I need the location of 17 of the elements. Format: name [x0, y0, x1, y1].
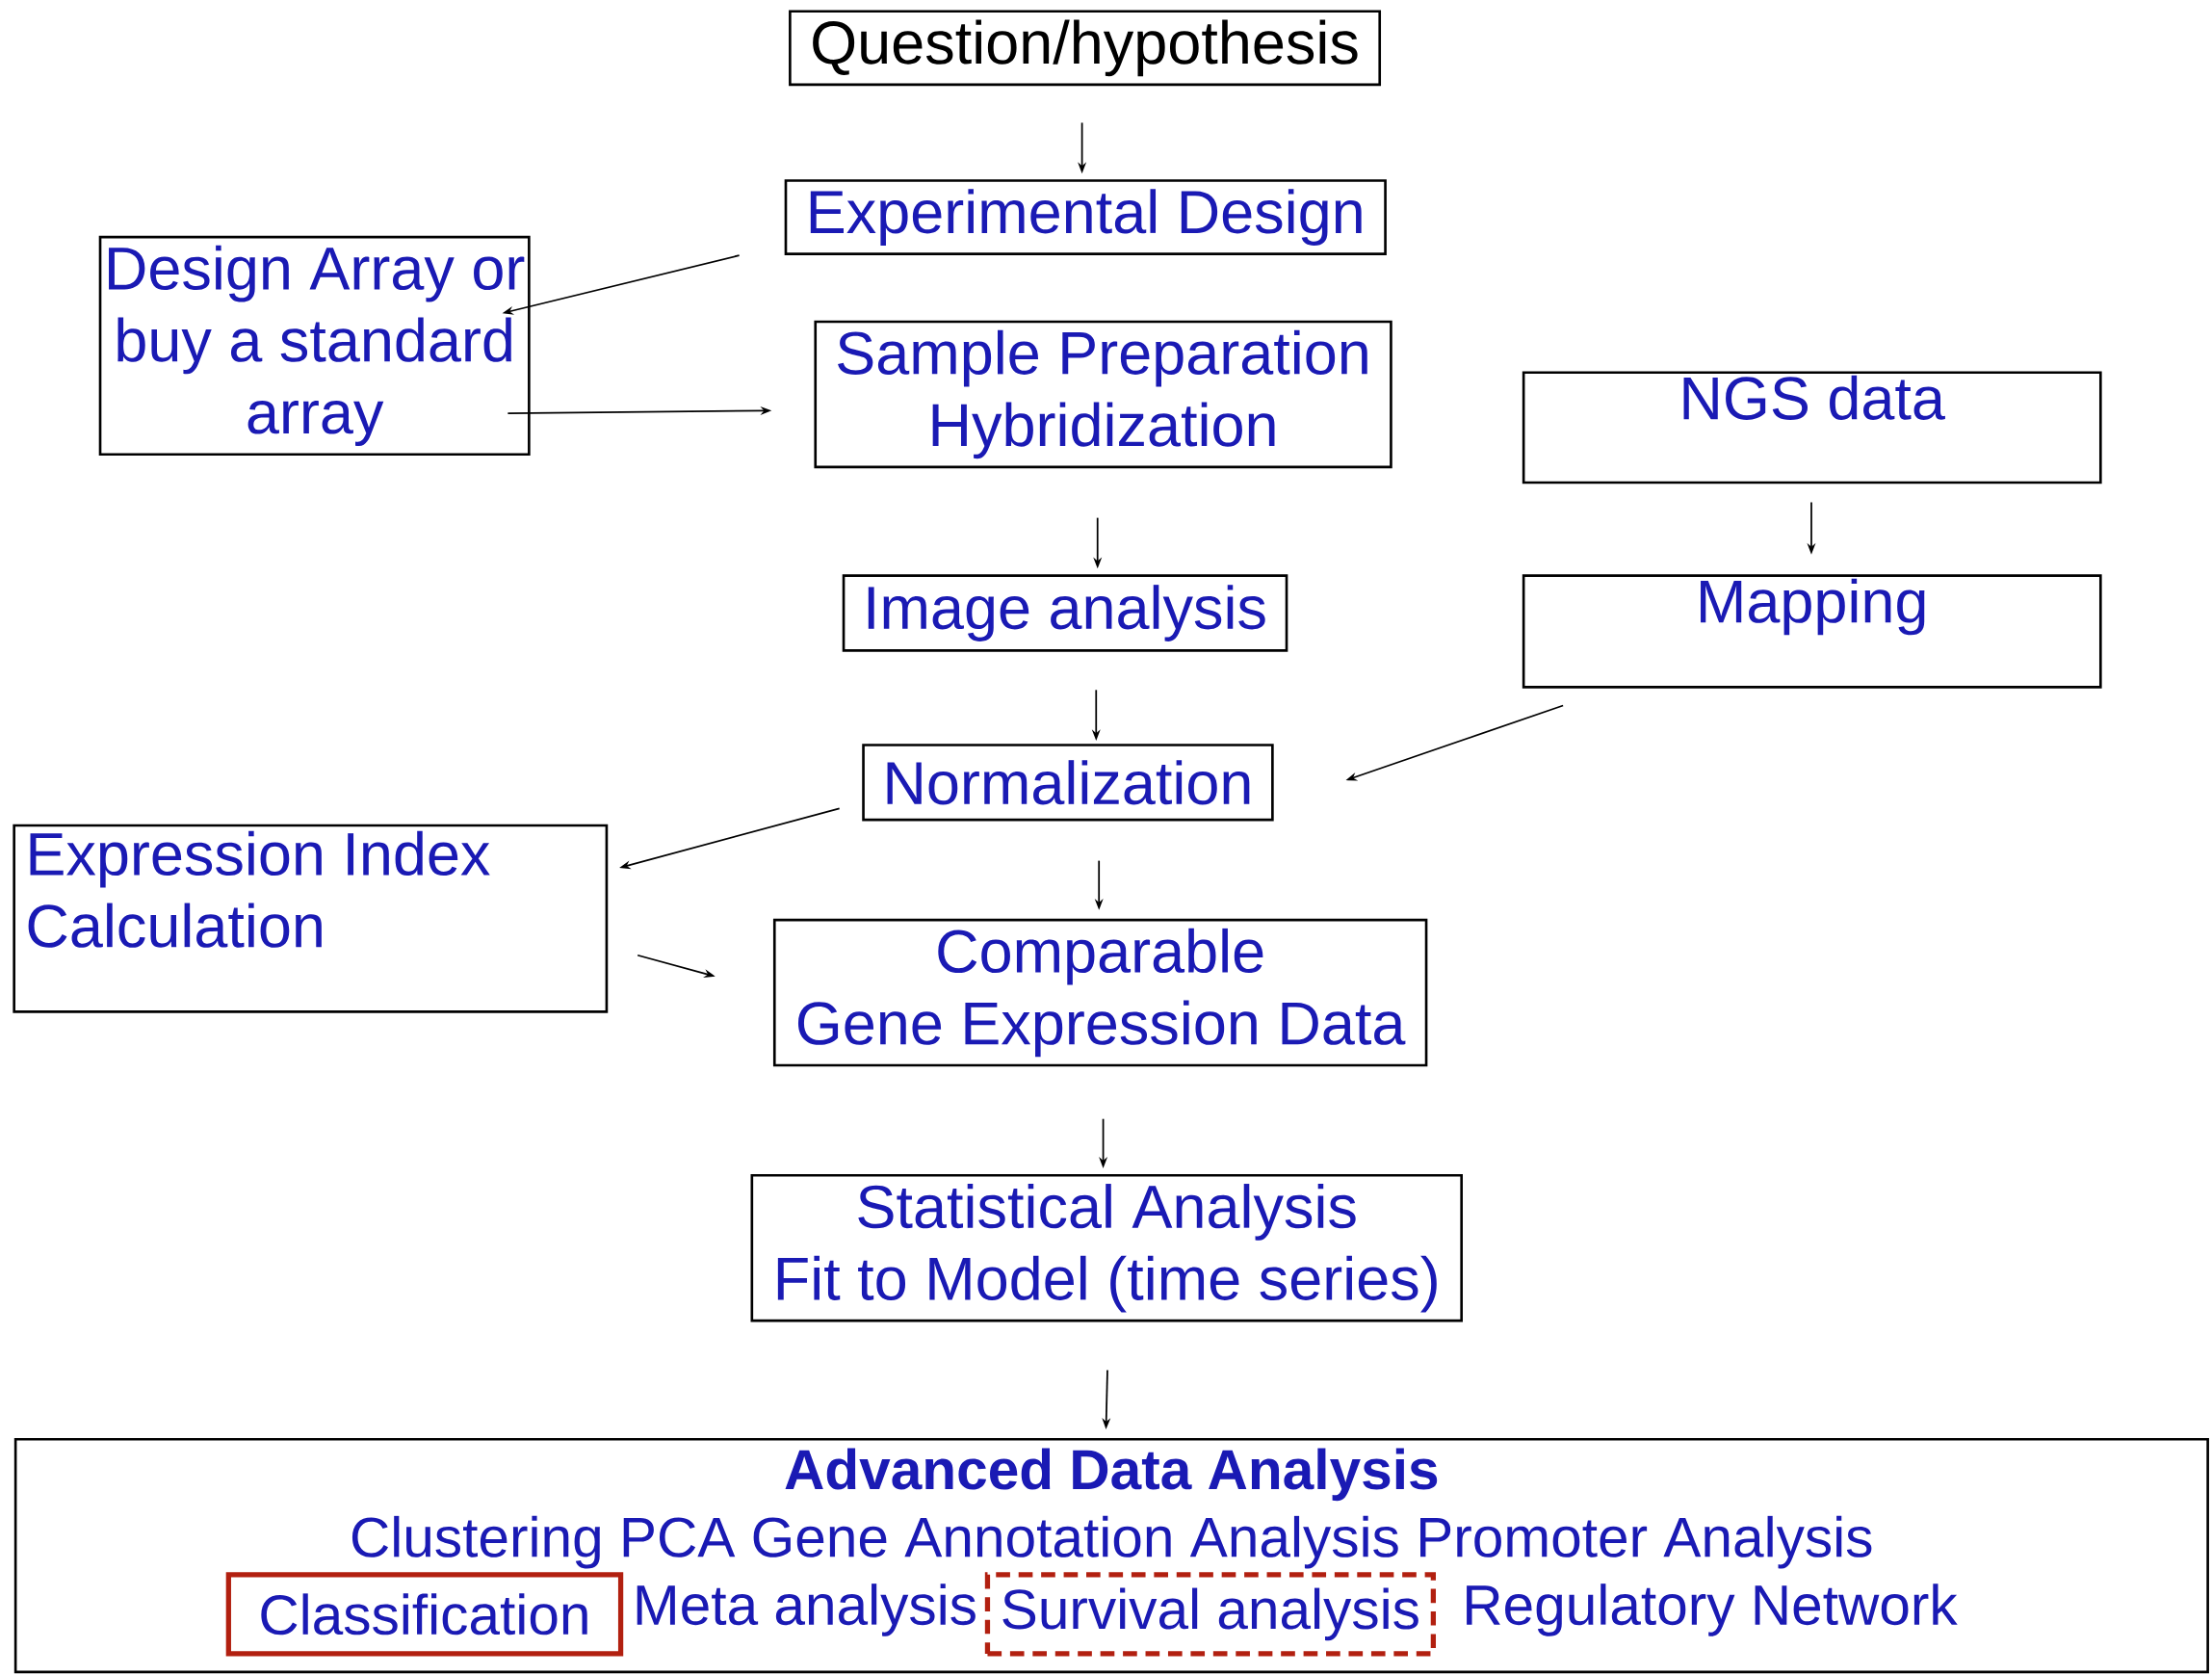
method-list: Clustering PCA Gene Annotation Analysis Promoter Analysis [351, 1515, 1872, 1569]
process-box: Expression Index Calculation [13, 824, 609, 1013]
process-box: Statistical Analysis Fit to Model (time series) [750, 1174, 1463, 1322]
highlight-box: Survival analysis [984, 1572, 1436, 1657]
method-label: Regulatory Network [1467, 1583, 1958, 1636]
process-box: Design Array or buy a standard array [98, 235, 531, 457]
process-box: Mapping [1522, 574, 2102, 689]
heading: Advanced Data Analysis [785, 1448, 1438, 1502]
process-box: Comparable Gene Expression Data [772, 918, 1428, 1067]
process-box: NGS data [1522, 371, 2102, 484]
highlight-box: Classification [225, 1572, 624, 1657]
process-box: Sample Preparation Hybridization [814, 320, 1392, 469]
method-label: Meta analysis [637, 1583, 976, 1636]
process-box: Normalization [862, 744, 1274, 822]
process-box: Image analysis [842, 574, 1288, 652]
process-box: Question/hypothesis [789, 10, 1382, 87]
process-box: Experimental Design [784, 179, 1387, 256]
